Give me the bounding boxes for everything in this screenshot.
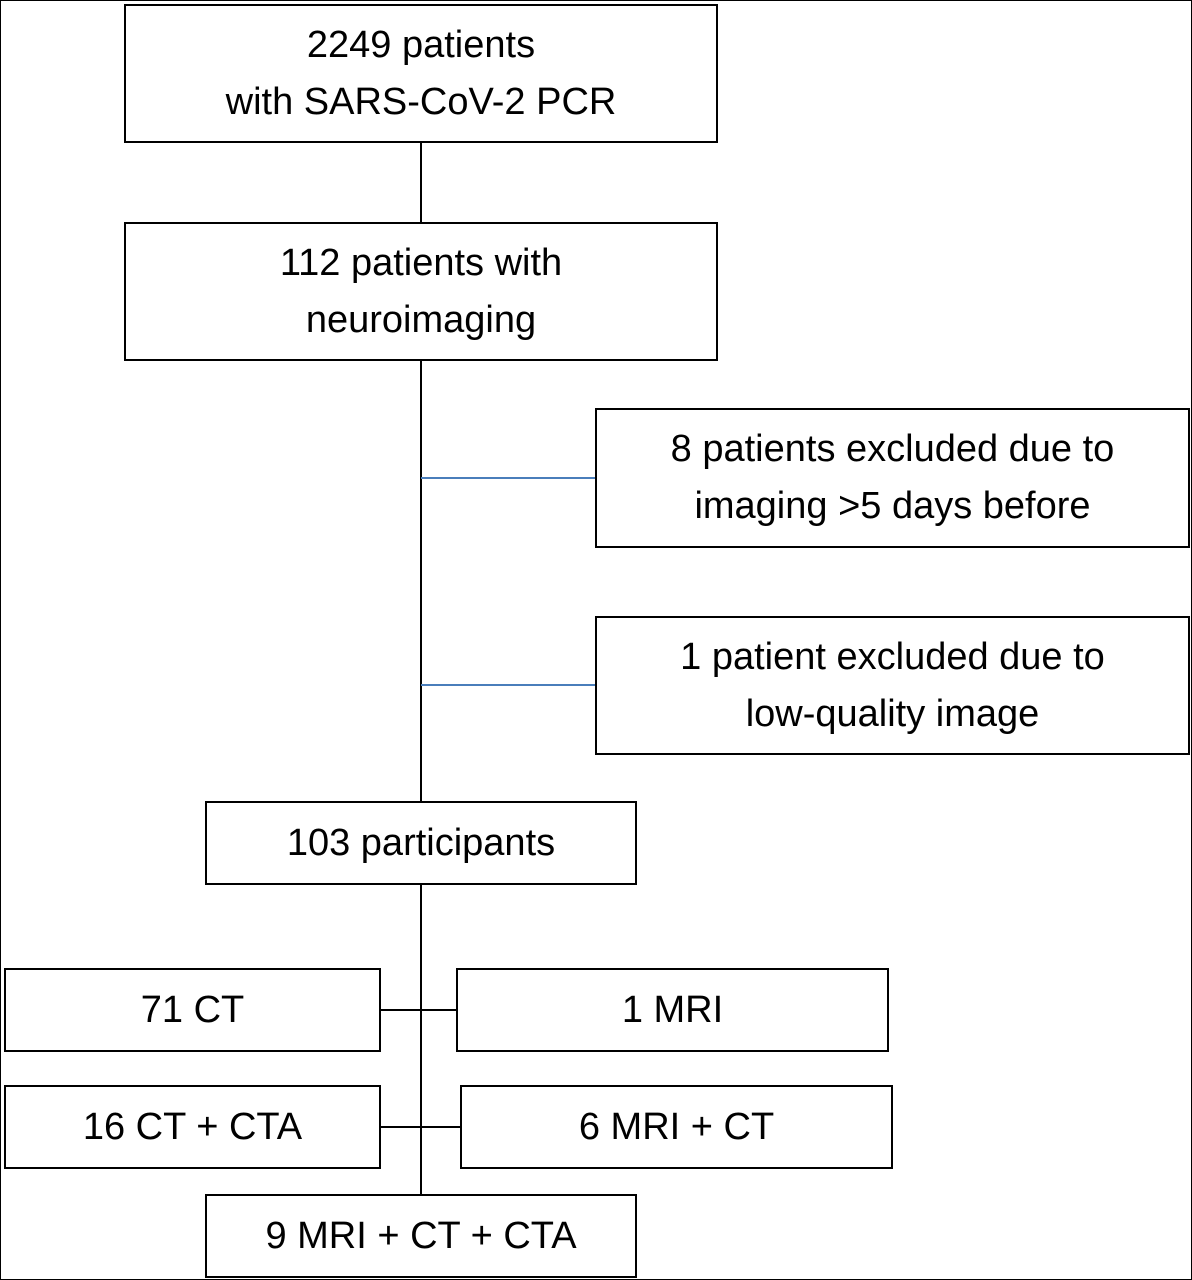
participants-box: 103 participants [205,801,637,885]
connector-participants-to-modalities [420,883,422,1196]
connector-exclusion-timing [421,477,596,479]
neuroimaging-patients-box: 112 patients with neuroimaging [124,222,718,361]
mri-ct-cta-box: 9 MRI + CT + CTA [205,1194,637,1278]
enrolled-patients-box: 2249 patients with SARS-CoV-2 PCR [124,4,718,143]
connector-ctcta-mrict [380,1126,462,1128]
exclusion-quality-box: 1 patient excluded due to low-quality im… [595,616,1190,755]
mri-ct-box: 6 MRI + CT [460,1085,893,1169]
connector-neuroimaging-to-participants [420,359,422,802]
connector-exclusion-quality [421,684,596,686]
ct-cta-box: 16 CT + CTA [4,1085,381,1169]
mri-box: 1 MRI [456,968,889,1052]
connector-ct-mri [380,1009,458,1011]
exclusion-timing-box: 8 patients excluded due to imaging >5 da… [595,408,1190,548]
connector-enrolled-to-neuroimaging [420,142,422,223]
ct-box: 71 CT [4,968,381,1052]
